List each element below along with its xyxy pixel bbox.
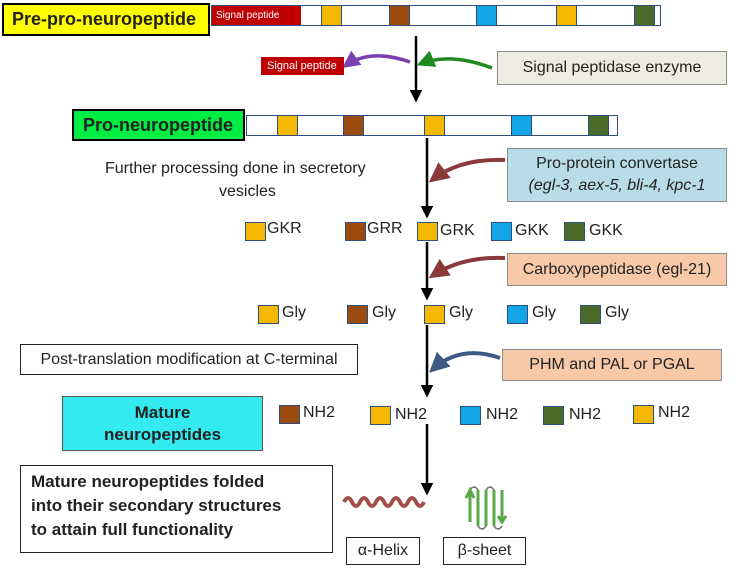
carboxypeptidase-label: Carboxypeptidase (egl-21) [522,260,712,278]
gly-square-4 [507,305,528,324]
gly-square-5 [580,305,601,324]
gly-square-2 [347,305,368,324]
modification-label: Post-translation modification at C-termi… [40,350,338,368]
segment-yellow [424,116,445,135]
segment-yellow [556,6,577,25]
gly-label-2: Gly [372,304,396,321]
gkr-square-1 [245,222,266,241]
gkr-label-2: GRR [367,220,403,237]
cleaved-signal-peptide: Signal peptide [261,57,344,75]
gkr-label-1: GKR [267,220,302,237]
segment-yellow [321,6,342,25]
sheet-label: β-sheet [457,542,512,559]
nh2-label-4: NH2 [569,406,602,423]
gly-label-1: Gly [282,304,306,321]
prepro-chain: Signal peptide [211,5,661,26]
folding-line-2: into their secondary structures [31,496,282,515]
gkr-square-2 [345,222,366,241]
segment-brown [343,116,364,135]
mature-title-1: Mature [134,403,191,422]
phm-box: PHM and PAL or PGAL [502,349,722,381]
mature-box: Mature neuropeptides [62,396,263,451]
convertase-label: Pro-protein convertase [536,155,698,172]
segment-olive [634,6,655,25]
helix-label-box: α-Helix [346,537,420,565]
folding-line-3: to attain full functionality [31,520,234,539]
gly-square-1 [258,305,279,324]
segment-yellow [277,116,298,135]
gkr-square-4 [491,222,512,241]
gly-label-5: Gly [605,304,629,321]
carboxy-arrow [428,255,506,279]
segment-blue [511,116,532,135]
folding-box: Mature neuropeptides folded into their s… [20,465,333,553]
phm-arrow [429,351,501,373]
processing-text-2: vesicles [219,183,276,200]
nh2-square-5 [633,405,654,424]
alpha-helix-graphic [342,496,426,508]
gkr-label-4: GKK [515,222,549,239]
signal-peptide-segment: Signal peptide [212,6,301,25]
processing-text-1: Further processing done in secretory [105,160,366,177]
segment-blue [476,6,497,25]
convertase-genes: (egl-3, aex-5, bli-4, kpc-1 [528,177,706,194]
sheet-label-box: β-sheet [443,537,526,565]
signal-peptidase-box: Signal peptidase enzyme [497,51,727,85]
nh2-square-1 [279,405,300,424]
nh2-label-3: NH2 [486,406,519,423]
gkr-square-3 [417,222,438,241]
mature-title-2: neuropeptides [103,425,222,444]
carboxypeptidase-box: Carboxypeptidase (egl-21) [507,253,727,286]
prepro-title: Pre-pro-neuropeptide [12,9,197,29]
cleave-arrow [342,50,411,69]
modification-box: Post-translation modification at C-termi… [20,344,358,375]
nh2-label-5: NH2 [658,404,691,421]
pro-title-box: Pro-neuropeptide [72,109,245,141]
gly-square-3 [424,305,445,324]
gkr-label-3: GRK [440,222,475,239]
helix-label: α-Helix [357,542,409,559]
convertase-arrow [428,157,506,183]
nh2-square-4 [543,406,564,425]
segment-olive [588,116,609,135]
peptidase-arrow [416,50,493,70]
gkr-label-5: GKK [589,222,623,239]
pro-title: Pro-neuropeptide [83,114,234,135]
segment-brown [389,6,410,25]
prepro-title-box: Pre-pro-neuropeptide [2,3,210,36]
signal-peptide-bar-label: Signal peptide [216,10,280,21]
gly-label-4: Gly [532,304,556,321]
nh2-label-1: NH2 [303,404,336,421]
gkr-square-5 [564,222,585,241]
nh2-square-3 [460,406,481,425]
folding-line-1: Mature neuropeptides folded [31,472,265,491]
beta-sheet-graphic [464,486,508,530]
nh2-label-2: NH2 [395,406,428,423]
nh2-square-2 [370,406,391,425]
pro-chain [246,115,618,136]
convertase-box: Pro-protein convertase (egl-3, aex-5, bl… [507,148,727,202]
cleaved-signal-label: Signal peptide [267,60,337,72]
signal-peptidase-label: Signal peptidase enzyme [522,59,702,76]
gly-label-3: Gly [449,304,473,321]
phm-label: PHM and PAL or PGAL [529,356,695,373]
